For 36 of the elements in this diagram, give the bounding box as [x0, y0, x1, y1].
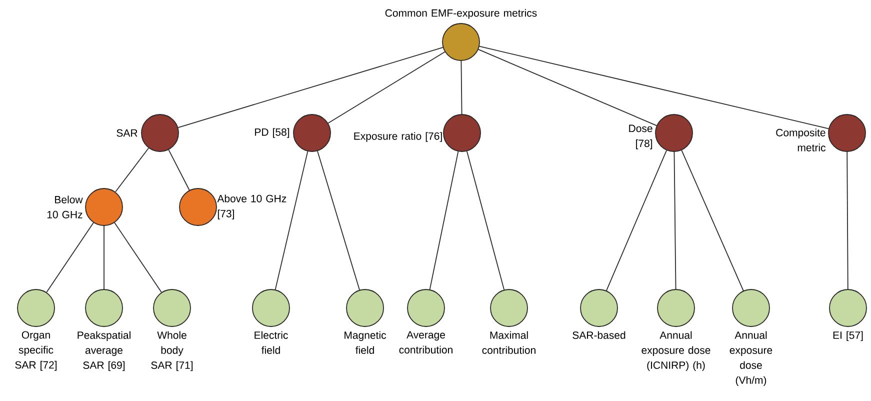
node-label: Electric field: [254, 331, 288, 354]
connector-line: [460, 60, 462, 114]
node-label: Maximal contribution: [482, 331, 536, 354]
node-label: Whole body SAR [71]: [151, 331, 193, 371]
node-label: Organ specific SAR [72]: [15, 331, 57, 371]
node-label: Annual exposure dose (ICNIRP) (h): [642, 331, 710, 371]
node-label: SAR-based: [572, 331, 626, 339]
node-label: Above 10 GHz [73]: [217, 194, 286, 220]
node-label: Peakspatial average SAR [69]: [78, 331, 130, 371]
connector-line: [178, 47, 444, 128]
node-label: Exposure ratio [76]: [354, 132, 442, 142]
node-label: Below 10 GHz: [47, 196, 83, 218]
connector-line: [168, 149, 190, 191]
connector-line: [846, 152, 848, 290]
node-label: PD [58]: [255, 128, 290, 138]
node-label: EI [57]: [833, 331, 863, 341]
node-label: Dose [78]: [629, 124, 652, 150]
node-label: Average contribution: [399, 331, 452, 354]
connector-line: [466, 150, 505, 290]
connector-line: [681, 150, 744, 292]
connector-line: [606, 150, 667, 292]
connector-line: [317, 150, 360, 290]
connector-line: [46, 222, 94, 293]
connector-line: [114, 222, 162, 293]
node-label: Common EMF-exposure metrics: [385, 9, 537, 19]
connector-line: [478, 48, 658, 126]
connector-line: [479, 46, 829, 130]
node-label: Magnetic field: [344, 331, 386, 354]
connector-line: [674, 152, 676, 290]
connector-line: [115, 148, 150, 192]
node-label: SAR: [116, 129, 138, 137]
connector-line: [274, 151, 308, 290]
connector-line: [328, 51, 446, 124]
connector-line: [429, 151, 459, 290]
node-label: Annual exposure dose (Vh/m): [730, 331, 772, 386]
node-label: Composite metric: [776, 128, 826, 152]
